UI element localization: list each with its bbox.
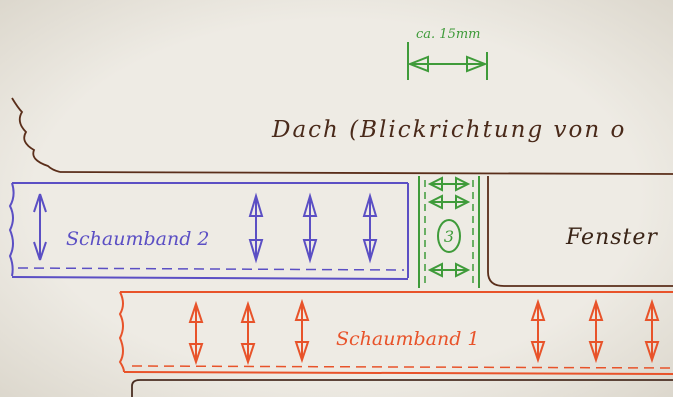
foam-band-2-adhesive-line bbox=[17, 267, 405, 271]
roof-label: Dach (Blickrichtung von o bbox=[271, 117, 626, 143]
dimension-arrowhead-right bbox=[466, 55, 488, 73]
compression-arrow bbox=[240, 300, 256, 366]
foam-band-2 bbox=[8, 182, 409, 280]
foam-band-1-bottom-edge bbox=[123, 371, 673, 375]
window-label: Fenster bbox=[565, 225, 658, 250]
window-frame-outline bbox=[487, 176, 673, 287]
gap-horizontal-arrow bbox=[427, 194, 471, 210]
roof-bottom-edge bbox=[59, 171, 673, 175]
roof-outline bbox=[11, 97, 673, 175]
compression-arrow bbox=[302, 192, 318, 264]
gap-foam-3 bbox=[418, 176, 480, 288]
gap-number-circle bbox=[437, 219, 461, 253]
compression-arrow bbox=[362, 192, 378, 264]
dimension-arrowhead-left bbox=[407, 55, 429, 73]
foam-band-2-compression-arrows bbox=[33, 192, 378, 264]
compression-arrow bbox=[33, 193, 47, 261]
gap-horizontal-arrow bbox=[427, 176, 471, 192]
foam-band-2-bottom-edge bbox=[11, 276, 409, 280]
compression-arrow bbox=[530, 298, 546, 364]
roof-break-line bbox=[11, 97, 61, 173]
compression-arrow bbox=[294, 298, 310, 364]
foam-band-1-label: Schaumband 1 bbox=[336, 328, 480, 350]
dimension-annotation bbox=[407, 42, 488, 80]
dimension-label: ca. 15mm bbox=[416, 27, 481, 42]
window-frame bbox=[487, 176, 673, 287]
foam-band-1-break-line bbox=[118, 291, 125, 373]
foam-band-1-compression-arrows bbox=[188, 298, 660, 366]
compression-arrow bbox=[188, 300, 204, 366]
compression-arrow bbox=[644, 298, 660, 364]
compression-arrow bbox=[588, 298, 604, 364]
foam-band-1-adhesive-line bbox=[131, 365, 673, 369]
lower-element-outline bbox=[131, 379, 673, 397]
foam-band-2-label: Schaumband 2 bbox=[66, 228, 210, 250]
gap-horizontal-arrow bbox=[427, 262, 471, 278]
foam-band-2-break-line bbox=[8, 182, 15, 277]
compression-arrow bbox=[248, 192, 264, 264]
foam-band-1 bbox=[118, 291, 673, 375]
gap-number: 3 bbox=[444, 227, 454, 246]
